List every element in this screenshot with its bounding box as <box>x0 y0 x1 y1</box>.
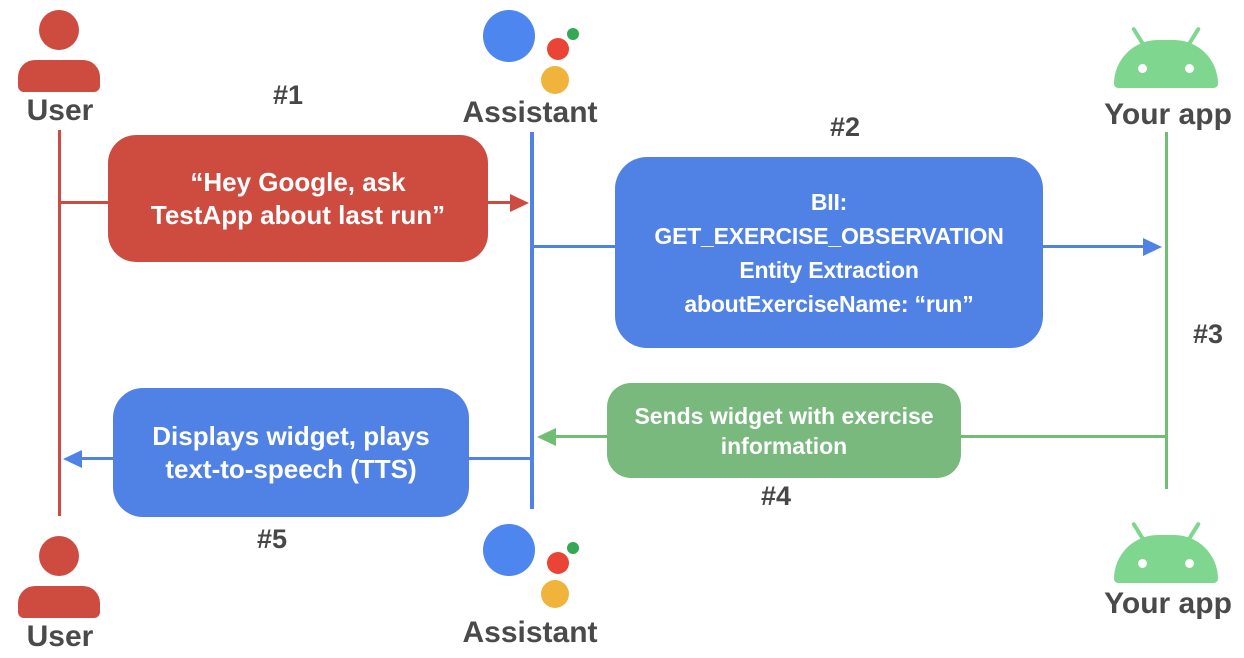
step4-message-box: Sends widget with exercise information <box>607 383 961 478</box>
step1-arrowhead-icon <box>510 194 529 212</box>
user-lifeline <box>58 130 61 516</box>
step4-label: #4 <box>760 481 792 511</box>
step4-message-text: Sends widget with exercise information <box>634 402 934 459</box>
android-eye-icon <box>1185 559 1194 568</box>
user-icon <box>18 10 100 92</box>
assistant-green-dot-icon <box>567 542 579 554</box>
assistant-blue-circle-icon <box>483 10 535 62</box>
app-lifeline <box>1165 132 1168 489</box>
assistant-green-dot-icon <box>567 28 579 40</box>
step2-label: #2 <box>829 112 861 142</box>
person-head-icon <box>39 10 79 50</box>
assistant-blue-circle-icon <box>483 524 535 576</box>
step3-label: #3 <box>1192 319 1224 349</box>
user-label-bottom: User <box>26 620 94 653</box>
assistant-yellow-circle-icon <box>541 66 569 94</box>
assistant-label-bottom: Assistant <box>462 616 598 649</box>
step2-message-box: BII: GET_EXERCISE_OBSERVATION Entity Ext… <box>615 157 1043 348</box>
assistant-red-circle-icon <box>547 38 569 60</box>
google-assistant-icon <box>460 520 580 620</box>
assistant-lifeline <box>530 132 534 509</box>
person-body-icon <box>18 586 100 618</box>
google-assistant-icon <box>460 6 580 106</box>
android-eye-icon <box>1138 64 1147 73</box>
android-robot-icon <box>1114 26 1218 88</box>
step1-message-text: “Hey Google, ask TestApp about last run” <box>150 166 446 230</box>
assistant-yellow-circle-icon <box>541 580 569 608</box>
android-eye-icon <box>1138 559 1147 568</box>
step2-message-text: BII: GET_EXERCISE_OBSERVATION Entity Ext… <box>654 188 1004 317</box>
step1-label: #1 <box>272 80 304 110</box>
user-icon <box>18 536 100 618</box>
person-head-icon <box>39 536 79 576</box>
app-label-top: Your app <box>1104 98 1232 131</box>
android-head-icon <box>1114 40 1218 88</box>
app-label-bottom: Your app <box>1104 587 1232 620</box>
assistant-red-circle-icon <box>547 552 569 574</box>
android-eye-icon <box>1185 64 1194 73</box>
person-body-icon <box>18 60 100 92</box>
android-head-icon <box>1114 535 1218 583</box>
step1-message-box: “Hey Google, ask TestApp about last run” <box>108 135 488 262</box>
step5-message-box: Displays widget, plays text-to-speech (T… <box>113 388 469 517</box>
step4-arrowhead-icon <box>537 428 556 446</box>
assistant-label-top: Assistant <box>462 96 598 129</box>
step5-message-text: Displays widget, plays text-to-speech (T… <box>152 420 430 484</box>
user-label-top: User <box>26 94 94 127</box>
android-robot-icon <box>1114 521 1218 583</box>
step5-arrowhead-icon <box>63 450 82 468</box>
step2-arrowhead-icon <box>1143 238 1162 256</box>
step5-label: #5 <box>256 524 288 554</box>
